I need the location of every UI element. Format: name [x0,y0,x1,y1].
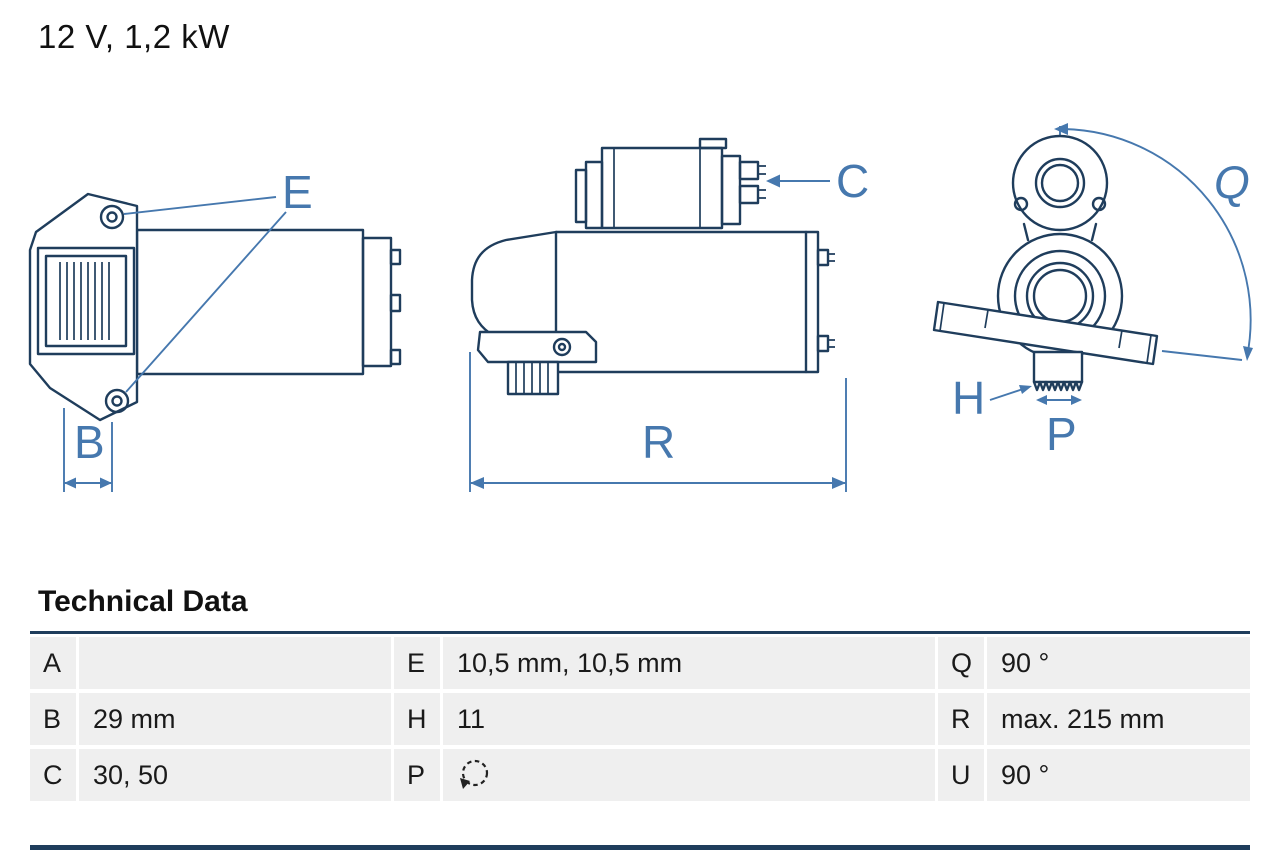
table-row: A E 10,5 mm, 10,5 mm Q 90 ° [30,637,1250,689]
rotation-ccw-icon [460,759,489,789]
cell-value-h: 11 [443,693,935,745]
table-row: C 30, 50 P U 90 ° [30,749,1250,801]
table-row: B 29 mm H 11 R max. 215 mm [30,693,1250,745]
cell-value-a [79,637,391,689]
cell-value-e: 10,5 mm, 10,5 mm [443,637,935,689]
dim-label-b: B [74,416,105,468]
starter-motor-technical-drawing: E B [28,123,1253,492]
cell-key-a: A [30,637,76,689]
cell-value-p [443,749,935,801]
technical-data-section: Technical Data A E 10,5 mm, 10,5 mm Q 90… [30,585,1250,805]
dim-label-q: Q [1214,156,1250,208]
cell-key-r: R [938,693,984,745]
cell-key-q: Q [938,637,984,689]
technical-data-heading: Technical Data [38,585,248,618]
cell-key-c: C [30,749,76,801]
cell-key-b: B [30,693,76,745]
cell-key-h: H [394,693,440,745]
technical-data-table: A E 10,5 mm, 10,5 mm Q 90 ° B 29 mm H 11… [30,631,1250,801]
dim-label-e: E [282,166,313,218]
cell-value-r: max. 215 mm [987,693,1250,745]
cell-value-c: 30, 50 [79,749,391,801]
cell-key-u: U [938,749,984,801]
bottom-rule [30,845,1250,850]
page-title: 12 V, 1,2 kW [38,18,230,55]
dim-label-r: R [642,416,675,468]
cell-value-u: 90 ° [987,749,1250,801]
front-view: E B [28,166,402,492]
side-view: C R [469,137,869,492]
cell-value-b: 29 mm [79,693,391,745]
rear-view: Q H P [932,123,1253,460]
cell-value-q: 90 ° [987,637,1250,689]
cell-key-e: E [394,637,440,689]
dim-label-p: P [1046,408,1077,460]
dim-label-h: H [952,372,985,424]
dim-label-c: C [836,155,869,207]
cell-key-p: P [394,749,440,801]
